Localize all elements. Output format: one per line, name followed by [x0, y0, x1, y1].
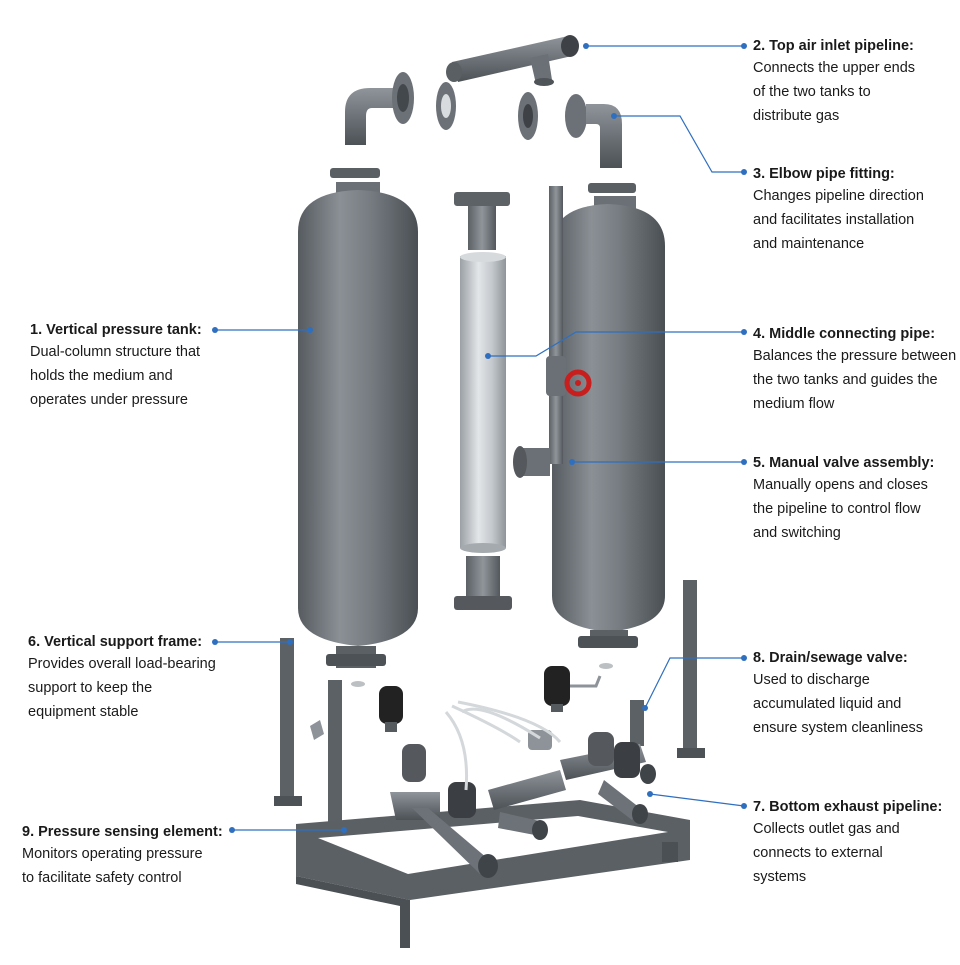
leader-lines	[215, 45, 745, 831]
label-bottom-exhaust-pipeline: 7. Bottom exhaust pipeline: Collects out…	[753, 797, 942, 889]
label-title: 1. Vertical pressure tank:	[30, 322, 202, 338]
pressure-sensing-element	[402, 730, 640, 818]
label-title: 4. Middle connecting pipe:	[753, 326, 936, 342]
label-line: the pipeline to control flow	[753, 501, 921, 517]
label-line: systems	[753, 869, 807, 885]
label-elbow-pipe-fitting: 3. Elbow pipe fitting: Changes pipeline …	[753, 164, 924, 256]
label-vertical-pressure-tank: 1. Vertical pressure tank: Dual-column s…	[30, 320, 202, 412]
label-line: holds the medium and	[30, 368, 173, 384]
label-description: Dual-column structure that holds the med…	[30, 340, 202, 412]
label-manual-valve-assembly: 5. Manual valve assembly: Manually opens…	[753, 453, 934, 545]
label-line: the two tanks and guides the	[753, 372, 938, 388]
label-title: 5. Manual valve assembly:	[753, 455, 935, 471]
label-title: 2. Top air inlet pipeline:	[753, 38, 914, 54]
vertical-pressure-tank-right	[552, 196, 665, 648]
bottom-exhaust-pipeline	[390, 744, 656, 878]
label-line: support to keep the	[28, 680, 153, 696]
label-description: Connects the upper ends of the two tanks…	[753, 56, 915, 128]
label-description: Provides overall load-bearing support to…	[28, 652, 216, 724]
label-line: accumulated liquid and	[753, 696, 902, 712]
label-line: operates under pressure	[30, 392, 188, 408]
label-title: 7. Bottom exhaust pipeline:	[753, 799, 943, 815]
label-description: Collects outlet gas and connects to exte…	[753, 817, 942, 889]
vertical-support-frame	[274, 580, 705, 860]
label-middle-connecting-pipe: 4. Middle connecting pipe: Balances the …	[753, 324, 956, 416]
label-line: Dual-column structure that	[30, 344, 201, 360]
label-line: Changes pipeline direction	[753, 188, 924, 204]
tank-flange-right	[588, 183, 636, 193]
label-line: connects to external	[753, 845, 883, 861]
label-line: ensure system cleanliness	[753, 720, 924, 736]
vertical-pressure-tank-left	[298, 182, 418, 668]
top-air-inlet-pipeline	[446, 35, 579, 86]
label-line: equipment stable	[28, 704, 139, 720]
label-line: Used to discharge	[753, 672, 870, 688]
instrument-tubing	[444, 700, 562, 791]
label-line: of the two tanks to	[753, 84, 871, 100]
label-line: Manually opens and closes	[753, 477, 928, 493]
manual-valve-assembly	[513, 186, 592, 478]
middle-connecting-pipe	[454, 192, 512, 610]
base-frame	[296, 800, 690, 948]
leader-dots	[212, 43, 747, 833]
drain-valve-left	[351, 681, 403, 732]
label-line: and facilitates installation	[753, 212, 915, 228]
label-line: Balances the pressure between	[753, 348, 957, 364]
label-top-air-inlet-pipeline: 2. Top air inlet pipeline: Connects the …	[753, 36, 915, 128]
elbow-pipe-fitting-right	[518, 92, 622, 168]
label-line: Monitors operating pressure	[22, 846, 203, 862]
label-title: 8. Drain/sewage valve:	[753, 650, 908, 666]
label-drain-sewage-valve: 8. Drain/sewage valve: Used to discharge…	[753, 648, 923, 740]
tank-flange-left	[330, 168, 380, 178]
label-line: Collects outlet gas and	[753, 821, 900, 837]
label-line: to facilitate safety control	[22, 870, 182, 886]
label-title: 9. Pressure sensing element:	[22, 824, 223, 840]
label-description: Manually opens and closes the pipeline t…	[753, 473, 934, 545]
label-line: medium flow	[753, 396, 835, 412]
label-line: Connects the upper ends	[753, 60, 916, 76]
label-vertical-support-frame: 6. Vertical support frame: Provides over…	[28, 632, 216, 724]
elbow-pipe-fitting-left	[345, 72, 456, 145]
drain-valve-right	[544, 663, 613, 712]
label-description: Balances the pressure between the two ta…	[753, 344, 956, 416]
label-description: Changes pipeline direction and facilitat…	[753, 184, 924, 256]
label-title: 3. Elbow pipe fitting:	[753, 166, 895, 182]
label-line: distribute gas	[753, 108, 840, 124]
label-line: and maintenance	[753, 236, 865, 252]
label-description: Used to discharge accumulated liquid and…	[753, 668, 923, 740]
label-description: Monitors operating pressure to facilitat…	[22, 842, 223, 890]
label-title: 6. Vertical support frame:	[28, 634, 203, 650]
label-line: and switching	[753, 525, 841, 541]
label-line: Provides overall load-bearing	[28, 656, 216, 672]
label-pressure-sensing-element: 9. Pressure sensing element: Monitors op…	[22, 822, 223, 890]
